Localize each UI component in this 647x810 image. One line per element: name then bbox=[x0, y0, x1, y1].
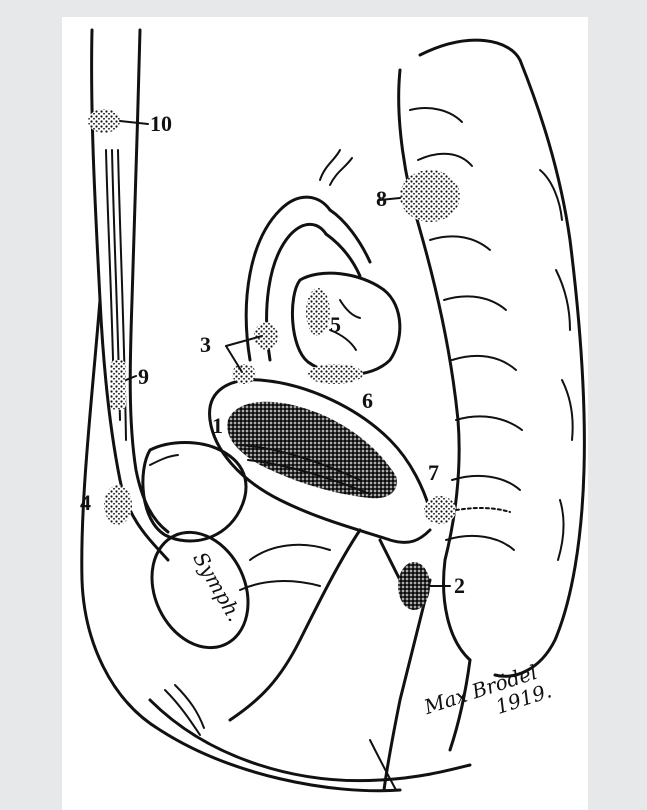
lesion-6 bbox=[307, 364, 363, 384]
lesion-8 bbox=[400, 170, 460, 222]
pubic-symphysis: Symph. bbox=[134, 517, 266, 664]
label-4: 4 bbox=[80, 490, 91, 515]
uterus bbox=[210, 380, 430, 543]
label-8: 8 bbox=[376, 186, 387, 211]
label-3: 3 bbox=[200, 332, 211, 357]
lesion-3b bbox=[232, 364, 256, 384]
artist-signature: Max Brödel 1919. bbox=[420, 657, 554, 740]
lesion-7 bbox=[424, 496, 456, 524]
label-10: 10 bbox=[150, 111, 172, 136]
lesion-5 bbox=[306, 288, 330, 336]
lesion-10 bbox=[88, 109, 120, 133]
lesion-2 bbox=[398, 562, 430, 610]
label-6: 6 bbox=[362, 388, 373, 413]
label-1: 1 bbox=[212, 413, 223, 438]
label-7: 7 bbox=[428, 460, 439, 485]
symphysis-label: Symph. bbox=[188, 548, 247, 626]
cervix-vagina bbox=[230, 530, 410, 720]
lesion-9 bbox=[110, 360, 126, 410]
lesion-4 bbox=[104, 485, 132, 525]
label-9: 9 bbox=[138, 364, 149, 389]
label-5: 5 bbox=[330, 312, 341, 337]
label-2: 2 bbox=[454, 573, 465, 598]
lesion-sites bbox=[88, 109, 460, 610]
bladder bbox=[143, 443, 246, 542]
lesion-3a bbox=[254, 322, 278, 350]
